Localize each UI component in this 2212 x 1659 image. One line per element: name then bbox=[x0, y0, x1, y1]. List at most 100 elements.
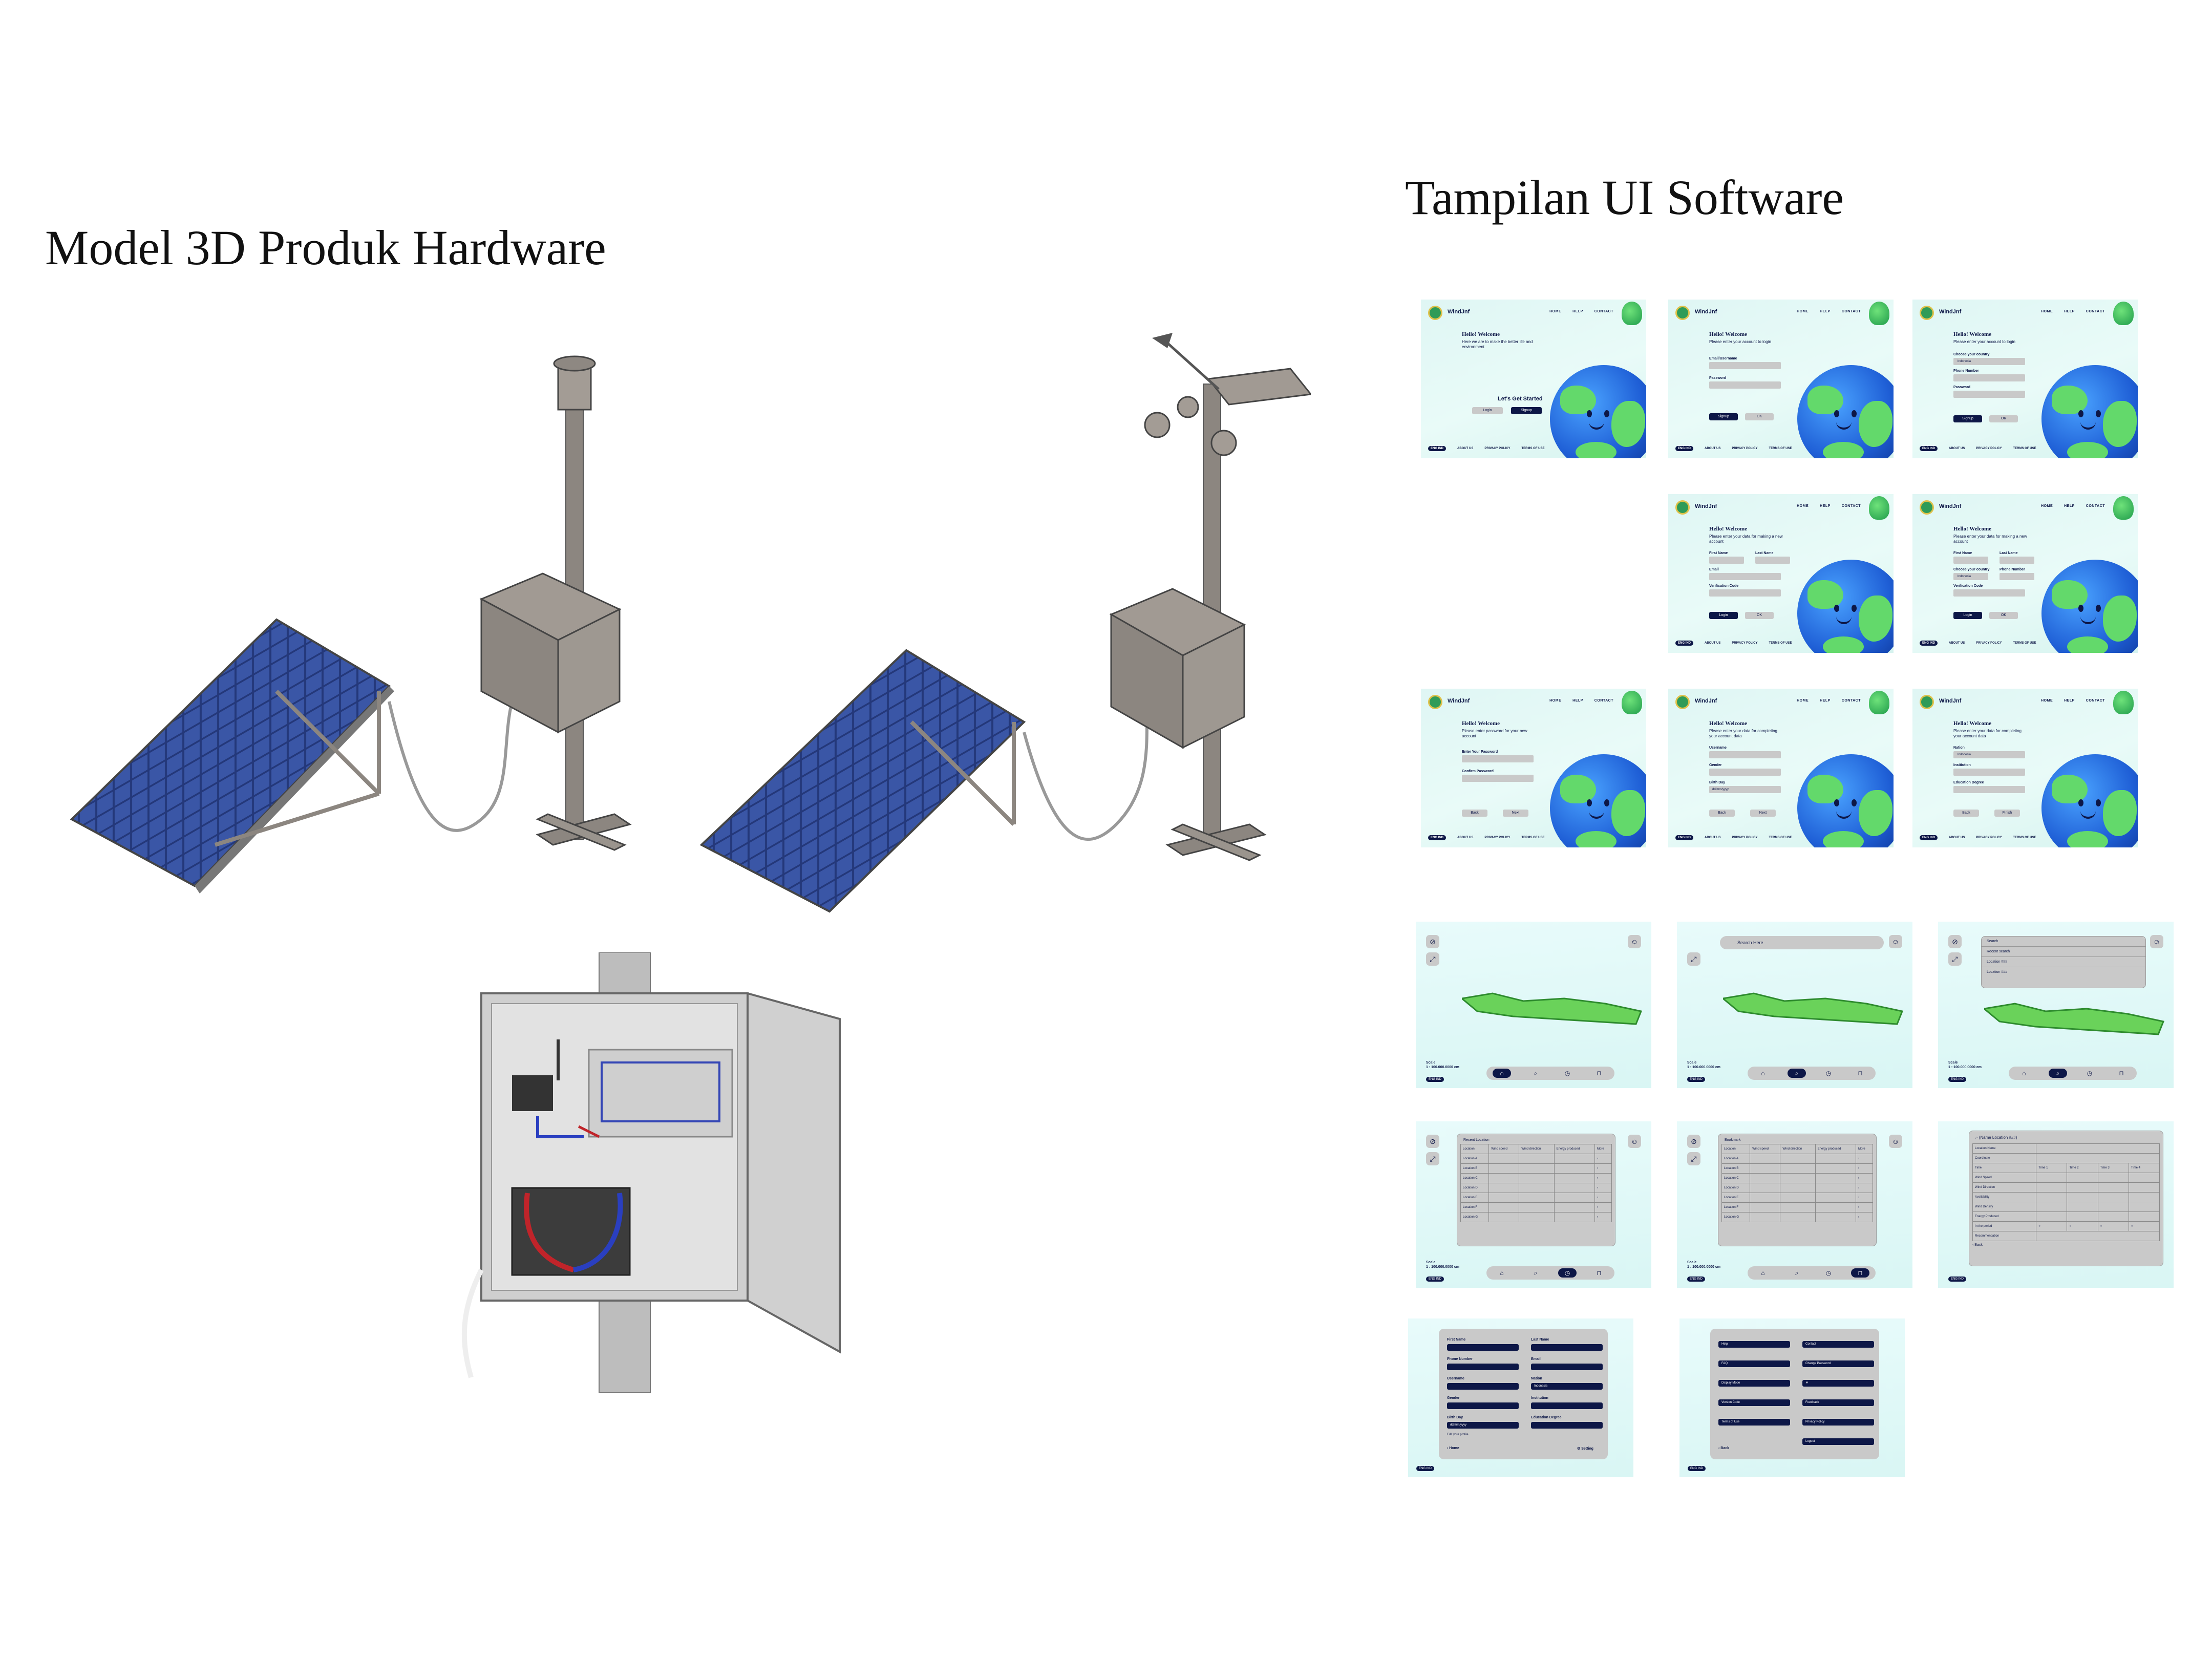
birth-day-field[interactable]: dd/mm/yyyy bbox=[1447, 1422, 1519, 1429]
search-menu-item[interactable]: Location ### bbox=[1987, 970, 2008, 974]
footer-privacy[interactable]: PRIVACY POLICY bbox=[1976, 642, 2002, 645]
table-row[interactable]: Location F› bbox=[1460, 1202, 1612, 1213]
last-name-field[interactable] bbox=[1531, 1344, 1603, 1351]
bookmark-icon[interactable]: ⊓ bbox=[1597, 1269, 1602, 1277]
last-name-field[interactable] bbox=[1755, 557, 1790, 564]
nav-help[interactable]: HELP bbox=[1572, 699, 1583, 703]
table-row[interactable]: Location G› bbox=[1721, 1212, 1873, 1222]
password-field[interactable] bbox=[1953, 391, 2025, 398]
footer-about[interactable]: ABOUT US bbox=[1949, 836, 1965, 839]
nation-field[interactable]: Indonesia bbox=[1531, 1383, 1603, 1390]
language-toggle[interactable]: ENG IND bbox=[1426, 1077, 1444, 1082]
history-icon[interactable]: ◷ bbox=[1564, 1070, 1570, 1077]
language-toggle[interactable]: ENG IND bbox=[1687, 1077, 1706, 1082]
footer-privacy[interactable]: PRIVACY POLICY bbox=[1484, 447, 1511, 450]
footer-terms[interactable]: TERMS OF USE bbox=[1521, 836, 1545, 839]
signup-button[interactable]: Signup bbox=[1953, 415, 1982, 422]
expand-icon[interactable]: ⤢ bbox=[1687, 1152, 1700, 1165]
footer-privacy[interactable]: PRIVACY POLICY bbox=[1484, 836, 1511, 839]
language-toggle[interactable]: ENG IND bbox=[1675, 641, 1694, 646]
footer-privacy[interactable]: PRIVACY POLICY bbox=[1976, 447, 2002, 450]
table-row[interactable]: Location C› bbox=[1460, 1173, 1612, 1183]
table-row[interactable]: Location B› bbox=[1721, 1163, 1873, 1174]
login-button[interactable]: Login bbox=[1709, 612, 1738, 619]
first-name-field[interactable] bbox=[1709, 557, 1744, 564]
country-select[interactable]: Indonesia bbox=[1953, 358, 2025, 365]
footer-terms[interactable]: TERMS OF USE bbox=[1521, 447, 1545, 450]
footer-privacy[interactable]: PRIVACY POLICY bbox=[1732, 642, 1758, 645]
email-field[interactable] bbox=[1531, 1364, 1603, 1370]
institution-field[interactable] bbox=[1531, 1402, 1603, 1409]
last-name-field[interactable] bbox=[2000, 557, 2034, 564]
display-mode-select[interactable]: ▼ bbox=[1802, 1380, 1874, 1387]
search-icon[interactable]: ⌕ bbox=[1534, 1269, 1538, 1277]
language-toggle[interactable]: ENG IND bbox=[1675, 835, 1694, 840]
bookmark-icon[interactable]: ⊓ bbox=[1597, 1070, 1602, 1077]
nav-contact[interactable]: CONTACT bbox=[1594, 699, 1613, 703]
finish-button[interactable]: Finish bbox=[1994, 810, 2020, 817]
back-button[interactable]: Back bbox=[1462, 810, 1487, 817]
expand-icon[interactable]: ⤢ bbox=[1948, 952, 1962, 966]
nav-home[interactable]: HOME bbox=[2041, 699, 2053, 703]
nav-help[interactable]: HELP bbox=[2064, 504, 2075, 508]
nav-home[interactable]: HOME bbox=[2041, 504, 2053, 508]
table-row[interactable]: Location A› bbox=[1721, 1154, 1873, 1164]
user-icon[interactable]: ☺ bbox=[2150, 935, 2163, 948]
nav-contact[interactable]: CONTACT bbox=[1841, 504, 1861, 508]
language-toggle[interactable]: ENG IND bbox=[1687, 1277, 1706, 1282]
footer-privacy[interactable]: PRIVACY POLICY bbox=[1732, 447, 1758, 450]
edit-profile-link[interactable]: Edit your profile bbox=[1447, 1433, 1469, 1436]
next-button[interactable]: Next bbox=[1503, 810, 1528, 817]
back-button[interactable]: ‹ Back bbox=[1718, 1447, 1730, 1450]
language-toggle[interactable]: ENG IND bbox=[1920, 835, 1938, 840]
footer-about[interactable]: ABOUT US bbox=[1705, 642, 1721, 645]
nav-home[interactable]: HOME bbox=[2041, 310, 2053, 313]
search-input[interactable]: Search Here bbox=[1720, 936, 1884, 949]
nav-contact[interactable]: CONTACT bbox=[1841, 310, 1861, 313]
footer-about[interactable]: ABOUT US bbox=[1457, 836, 1474, 839]
search-menu-item[interactable]: Location ### bbox=[1982, 957, 2145, 967]
table-row[interactable]: Location D› bbox=[1721, 1183, 1873, 1193]
footer-about[interactable]: ABOUT US bbox=[1705, 447, 1721, 450]
search-icon[interactable]: ⌕ bbox=[1788, 1069, 1806, 1078]
nav-contact[interactable]: CONTACT bbox=[1841, 699, 1861, 703]
footer-privacy[interactable]: PRIVACY POLICY bbox=[1732, 836, 1758, 839]
nav-contact[interactable]: CONTACT bbox=[2086, 699, 2105, 703]
first-name-field[interactable] bbox=[1447, 1344, 1519, 1351]
footer-terms[interactable]: TERMS OF USE bbox=[1769, 447, 1792, 450]
first-name-field[interactable] bbox=[1953, 557, 1988, 564]
nav-contact[interactable]: CONTACT bbox=[2086, 310, 2105, 313]
nav-help[interactable]: HELP bbox=[2064, 699, 2075, 703]
user-icon[interactable]: ☺ bbox=[1889, 1135, 1902, 1148]
ok-button[interactable]: OK bbox=[1989, 612, 2018, 619]
bookmark-icon[interactable]: ⊓ bbox=[1858, 1070, 1863, 1077]
back-button[interactable]: Back bbox=[1709, 810, 1735, 817]
nav-home[interactable]: HOME bbox=[1797, 504, 1809, 508]
home-icon[interactable]: ⌂ bbox=[1500, 1269, 1504, 1277]
table-row[interactable]: Location B› bbox=[1460, 1163, 1612, 1174]
language-toggle[interactable]: ENG IND bbox=[1948, 1077, 1967, 1082]
education-field[interactable] bbox=[1953, 786, 2025, 793]
setting-link[interactable]: ⚙ Setting bbox=[1577, 1447, 1593, 1451]
login-button[interactable]: Login bbox=[1472, 407, 1503, 414]
nav-home[interactable]: HOME bbox=[1549, 699, 1562, 703]
back-button[interactable]: Back bbox=[1953, 810, 1979, 817]
search-menu-item[interactable]: Recent search bbox=[1982, 947, 2145, 957]
footer-terms[interactable]: TERMS OF USE bbox=[1769, 836, 1792, 839]
change-password-button[interactable]: Change Password bbox=[1802, 1360, 1874, 1367]
email-field[interactable] bbox=[1709, 362, 1781, 369]
history-icon[interactable]: ◷ bbox=[2087, 1070, 2093, 1077]
institution-field[interactable] bbox=[1953, 769, 2025, 776]
email-field[interactable] bbox=[1709, 573, 1781, 580]
nav-help[interactable]: HELP bbox=[1820, 699, 1831, 703]
logout-button[interactable]: Logout bbox=[1802, 1438, 1874, 1445]
user-icon[interactable]: ☺ bbox=[1628, 935, 1641, 948]
search-menu-item[interactable]: Search bbox=[1982, 937, 2145, 947]
nav-help[interactable]: HELP bbox=[1820, 504, 1831, 508]
table-row[interactable]: Location F› bbox=[1721, 1202, 1873, 1213]
home-link[interactable]: ‹ Home bbox=[1447, 1447, 1459, 1450]
terms-button[interactable]: Terms of Use bbox=[1718, 1419, 1790, 1426]
user-icon[interactable]: ☺ bbox=[1889, 935, 1902, 948]
footer-about[interactable]: ABOUT US bbox=[1949, 447, 1965, 450]
birth-day-field[interactable]: dd/mm/yyyy bbox=[1709, 786, 1781, 793]
